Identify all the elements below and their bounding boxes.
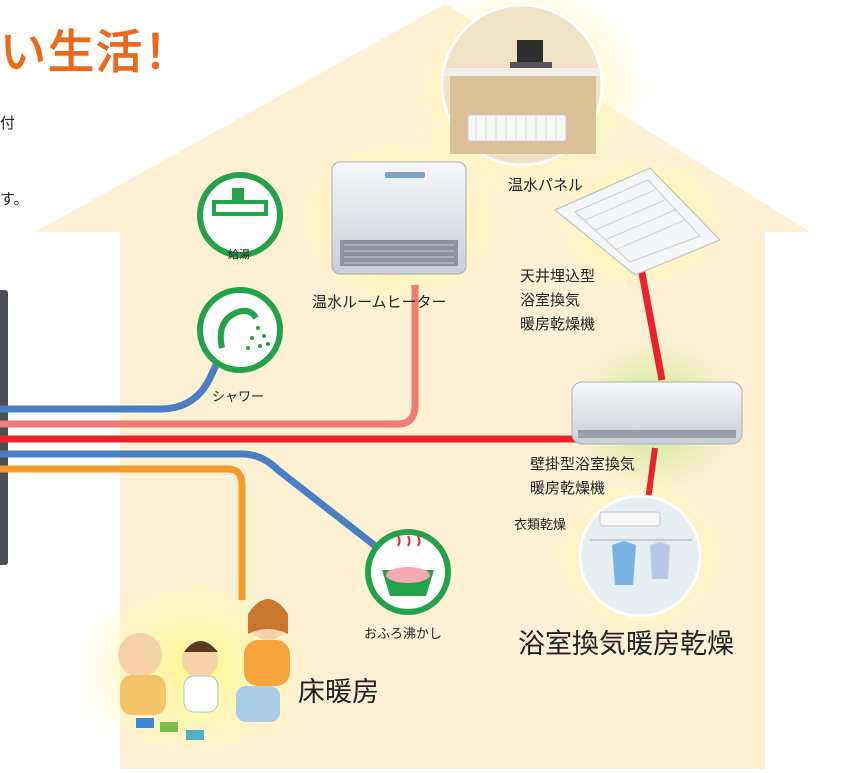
intro-line-1: 付: [0, 114, 16, 132]
pipe-bath-dry: [645, 447, 658, 501]
label-wall-1: 壁掛型浴室換気: [530, 455, 636, 473]
pipe-floor: [0, 465, 246, 600]
ofuro-icon: [365, 529, 451, 615]
panel-photo: [440, 3, 604, 167]
headline-text: い生活！: [0, 25, 192, 79]
label-clothes-dry: 衣類乾燥: [514, 518, 567, 533]
label-kyuto: 給湯: [228, 248, 250, 261]
label-ceiling-3: 暖房乾燥機: [520, 315, 596, 333]
label-onsui-panel: 温水パネル: [508, 176, 584, 194]
kyuto-icon: [197, 172, 283, 258]
room-heater-device: [331, 161, 467, 275]
label-ofuro: おふろ沸かし: [364, 627, 443, 642]
label-wall-2: 暖房乾燥機: [530, 479, 606, 497]
intro-line-2: す。: [0, 190, 29, 208]
label-shower: シャワー: [212, 390, 265, 405]
pipe-ofuro: [0, 450, 381, 551]
pipe-shower: [0, 350, 226, 413]
label-bath-dry: 浴室換気暖房乾燥: [518, 629, 734, 660]
bath-dry-photo: [578, 494, 702, 618]
shower-icon: [197, 287, 283, 373]
pipe-room-heater: [0, 285, 419, 428]
pipe-ceiling: [634, 251, 666, 381]
label-ceiling-2: 浴室換気: [520, 291, 581, 309]
family-illustration: [118, 599, 290, 740]
ceiling-unit-device: [554, 167, 721, 276]
label-floor-heat: 床暖房: [298, 677, 379, 708]
label-room-heater: 温水ルームヒーター: [312, 293, 447, 311]
wall-unit-device: [571, 381, 743, 445]
label-ceiling-1: 天井埋込型: [520, 267, 596, 285]
